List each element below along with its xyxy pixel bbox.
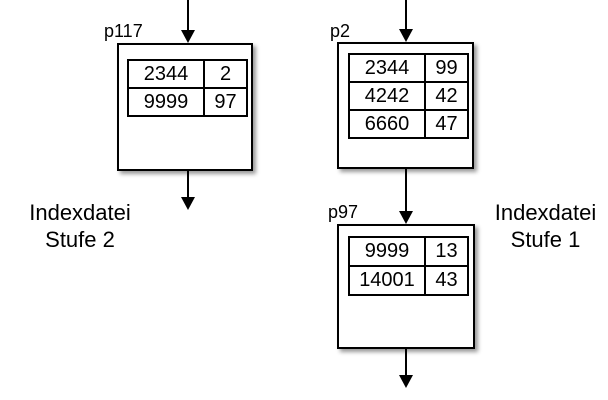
- table-cell-value: 99: [435, 56, 458, 79]
- node-label-p97: p97: [328, 202, 359, 222]
- table-row: 9999 97: [129, 87, 246, 115]
- node-p117: 2344 2 9999 97: [117, 43, 253, 171]
- table-cell-key: 4242: [350, 83, 426, 109]
- arrow-line: [405, 0, 407, 29]
- arrow-head-icon: [399, 375, 413, 388]
- node-p97: 9999 13 14001 43: [337, 224, 475, 349]
- table-cell-key: 14001: [350, 267, 426, 294]
- node-label-p117: p117: [104, 21, 143, 41]
- index-table-p117: 2344 2 9999 97: [127, 59, 248, 117]
- table-cell-value: 47: [435, 112, 458, 135]
- node-label-p2: p2: [330, 21, 351, 41]
- node-p2: 2344 99 4242 42 6660 47: [337, 42, 474, 169]
- index-table-p97: 9999 13 14001 43: [348, 236, 469, 296]
- index-table-p2: 2344 99 4242 42 6660 47: [348, 53, 469, 139]
- arrow-line: [187, 0, 189, 30]
- caption-stufe-2: Indexdatei Stufe 2: [14, 199, 146, 253]
- table-row: 2344 99: [350, 55, 467, 81]
- caption-line: Indexdatei: [29, 200, 131, 225]
- table-cell-key: 9999: [129, 89, 205, 115]
- caption-stufe-1: Indexdatei Stufe 1: [483, 199, 608, 253]
- table-cell-key: 2344: [350, 55, 426, 81]
- table-cell-value: 97: [214, 90, 237, 113]
- arrow-line: [405, 349, 407, 375]
- arrow-head-icon: [399, 29, 413, 42]
- arrow-line: [405, 169, 407, 211]
- table-cell-value: 42: [435, 84, 458, 107]
- arrow-head-icon: [181, 197, 195, 210]
- table-row: 14001 43: [350, 265, 467, 294]
- table-cell-value: 2: [219, 62, 232, 85]
- table-cell-key: 2344: [129, 61, 205, 87]
- table-cell-value: 13: [435, 240, 458, 262]
- table-cell-value: 43: [435, 269, 458, 291]
- table-cell-key: 9999: [350, 238, 426, 265]
- caption-line: Stufe 1: [510, 227, 581, 252]
- table-row: 6660 47: [350, 109, 467, 137]
- arrow-line: [187, 171, 189, 197]
- arrow-head-icon: [399, 211, 413, 224]
- arrow-head-icon: [181, 30, 195, 43]
- caption-line: Stufe 2: [45, 227, 115, 252]
- table-cell-key: 6660: [350, 111, 426, 137]
- table-row: 9999 13: [350, 238, 467, 265]
- table-row: 4242 42: [350, 81, 467, 109]
- caption-line: Indexdatei: [494, 200, 597, 225]
- table-row: 2344 2: [129, 61, 246, 87]
